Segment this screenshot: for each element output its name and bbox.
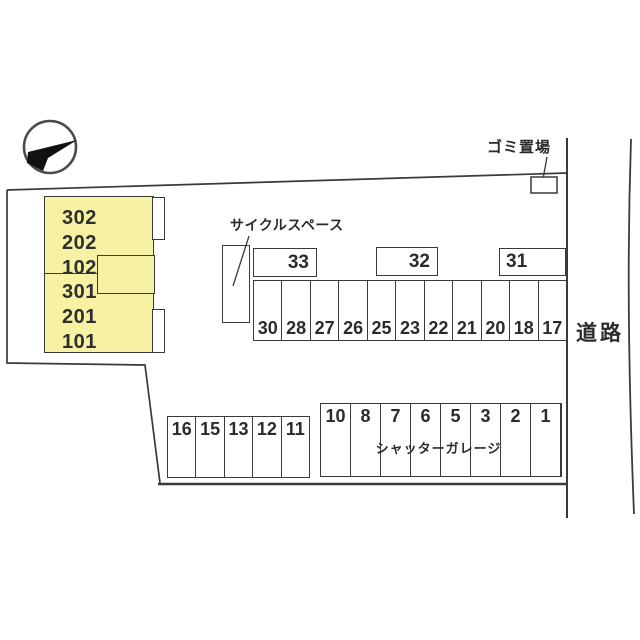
shutter-garage-label: シャッターガレージ <box>375 441 502 456</box>
stall-number: 11 <box>285 419 305 439</box>
parking-row-upper: 30 28 27 26 25 23 22 21 20 18 17 <box>253 280 567 341</box>
stall-number: 7 <box>390 406 401 426</box>
shutter-garage-row: 10 8 7 6 5 3 2 1 シャッターガレージ <box>320 403 562 477</box>
parking-stall: 12 <box>253 417 282 477</box>
building-notch-top <box>152 197 165 240</box>
unit-label: 202 <box>62 232 97 254</box>
parking-box-32: 32 <box>376 247 438 276</box>
garbage-leader-line <box>542 156 548 180</box>
garage-stall: 10 <box>321 404 351 476</box>
road-label: 道路 <box>576 322 624 345</box>
parking-box-31: 31 <box>499 248 566 276</box>
parking-box-33: 33 <box>253 248 317 277</box>
stall-number: 21 <box>456 318 477 338</box>
garbage-area-label: ゴミ置場 <box>487 139 552 156</box>
stall-number: 27 <box>314 318 335 338</box>
parking-stall: 22 <box>425 281 454 340</box>
stall-number: 32 <box>408 250 430 272</box>
garage-stall: 5 <box>441 404 471 476</box>
stall-number: 31 <box>506 251 528 272</box>
stall-number: 22 <box>428 318 449 338</box>
parking-stall: 17 <box>539 281 566 340</box>
unit-label: 301 <box>62 281 97 303</box>
stall-number: 26 <box>343 318 364 338</box>
garage-stall: 6 <box>411 404 441 476</box>
unit-label: 302 <box>62 207 97 229</box>
stall-number: 33 <box>287 251 309 273</box>
parking-stall: 25 <box>368 281 397 340</box>
boundary-left-line <box>6 190 161 484</box>
cycle-space-label: サイクルスペース <box>230 217 344 233</box>
stall-number: 20 <box>485 318 506 338</box>
stall-number: 30 <box>257 318 278 338</box>
unit-label: 201 <box>62 306 97 328</box>
stall-number: 12 <box>256 419 277 439</box>
unit-numbers-lower: 301 201 101 <box>62 280 97 355</box>
parking-stall: 18 <box>510 281 539 340</box>
stall-number: 13 <box>228 419 249 439</box>
parking-stall: 11 <box>282 417 309 477</box>
cycle-space-leader-line <box>232 235 250 287</box>
garbage-box <box>530 176 558 194</box>
stall-number: 5 <box>450 406 461 426</box>
parking-stall: 30 <box>254 281 283 340</box>
building-divider-line <box>45 273 99 274</box>
building-notch-bottom <box>152 309 165 353</box>
stall-number: 17 <box>542 318 563 338</box>
parking-stall: 13 <box>225 417 254 477</box>
road-edge-line <box>627 138 635 515</box>
garage-stall: 2 <box>501 404 531 476</box>
unit-label: 101 <box>62 331 97 353</box>
garage-stall: 8 <box>351 404 381 476</box>
stall-number: 23 <box>399 318 420 338</box>
parking-stall: 21 <box>453 281 482 340</box>
stall-number: 1 <box>540 406 551 426</box>
stall-number: 2 <box>510 406 521 426</box>
stall-number: 18 <box>513 318 534 338</box>
parking-stall: 27 <box>311 281 340 340</box>
stall-number: 15 <box>200 419 221 439</box>
building-entrance-block <box>97 255 155 294</box>
parking-stall: 26 <box>339 281 368 340</box>
garage-stall: 3 <box>471 404 501 476</box>
parking-stall: 28 <box>282 281 311 340</box>
stall-number: 8 <box>360 406 371 426</box>
garage-stall: 1 <box>531 404 561 476</box>
cycle-space-box <box>222 245 250 323</box>
parking-stall: 15 <box>196 417 225 477</box>
stall-number: 25 <box>371 318 392 338</box>
unit-numbers-upper: 302 202 102 <box>62 206 97 281</box>
parking-row-lower-left: 16 15 13 12 11 <box>167 416 310 478</box>
parking-stall: 23 <box>396 281 425 340</box>
stall-number: 28 <box>286 318 307 338</box>
stall-number: 16 <box>171 419 192 439</box>
parking-stall: 20 <box>482 281 511 340</box>
garage-stall: 7 <box>381 404 411 476</box>
stall-number: 3 <box>480 406 491 426</box>
unit-label: 102 <box>62 257 97 279</box>
compass-icon <box>22 119 78 175</box>
boundary-top-line <box>6 172 568 191</box>
parking-stall: 16 <box>168 417 197 477</box>
stall-number: 6 <box>420 406 431 426</box>
stall-number: 10 <box>325 406 346 426</box>
